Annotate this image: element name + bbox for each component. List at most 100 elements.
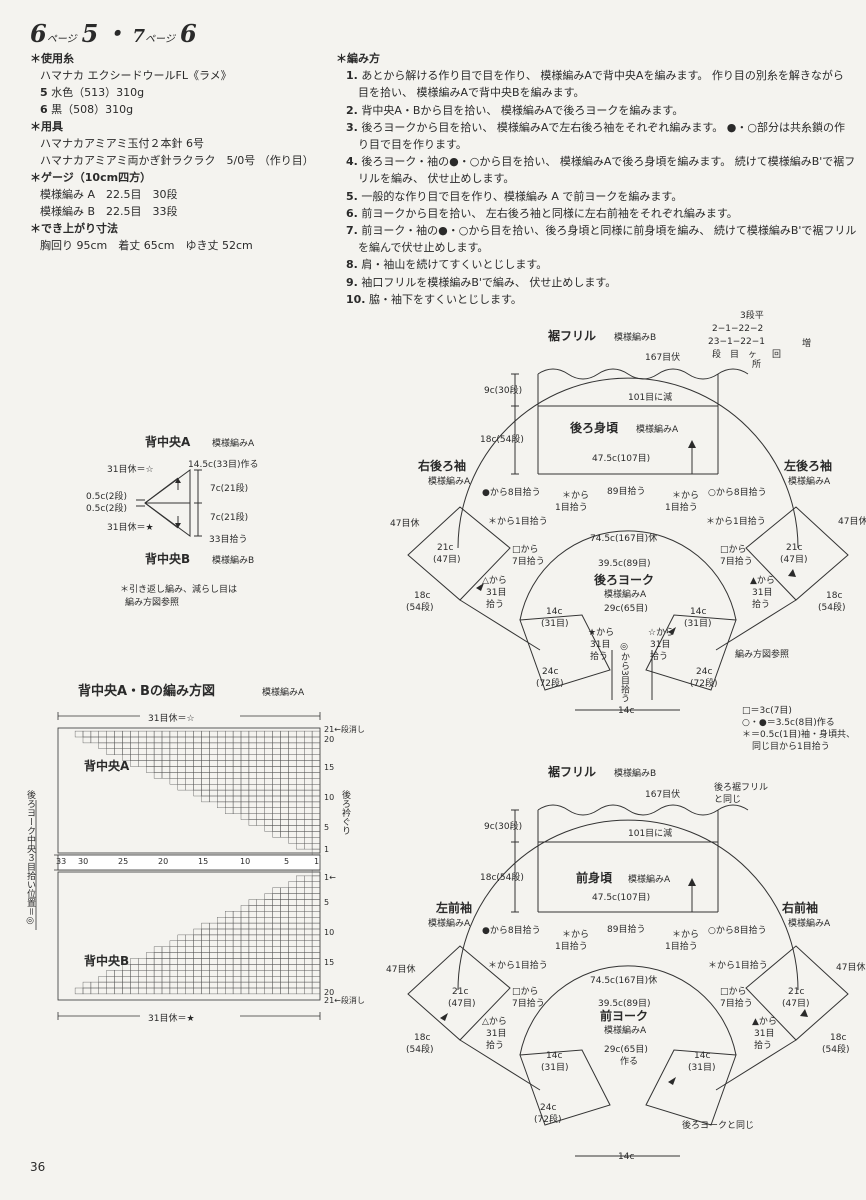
chart-cell — [232, 970, 242, 977]
chart-cell — [106, 730, 115, 738]
chart-cell — [296, 813, 305, 820]
svg-text:裾フリル: 裾フリル — [548, 328, 596, 343]
chart-cell — [224, 748, 234, 755]
svg-text:★から: ★から — [588, 627, 614, 638]
chart-cell — [161, 981, 171, 989]
chart-cell — [114, 970, 123, 977]
chart-cell — [256, 766, 265, 773]
chart-cell — [311, 807, 321, 814]
chart-cell — [209, 760, 218, 767]
svg-text:(54段): (54段) — [406, 1043, 433, 1055]
chart-cell — [280, 893, 289, 900]
svg-text:47目休: 47目休 — [838, 515, 866, 527]
chart-cell — [264, 958, 273, 965]
chart-cell — [232, 772, 242, 779]
svg-text:回: 回 — [772, 349, 781, 360]
svg-text:模様編みA: 模様編みA — [428, 475, 471, 487]
chart-cell — [304, 917, 313, 924]
chart-cell — [161, 736, 171, 744]
chart-cell — [280, 795, 289, 803]
chart-cell — [264, 981, 273, 989]
svg-text:21←段消し: 21←段消し — [324, 995, 365, 1005]
chart-cell — [217, 754, 226, 761]
chart-cell — [296, 922, 305, 930]
chart-cell — [138, 736, 147, 744]
chart-cell — [304, 922, 313, 930]
chart-cell — [177, 981, 186, 989]
chart-cell — [201, 987, 210, 995]
chart-cell — [161, 772, 171, 779]
chart-cell — [122, 976, 131, 983]
chart-cell — [296, 976, 305, 983]
svg-text:後ろ衿ぐり: 後ろ衿ぐり — [340, 789, 351, 835]
chart-cell — [130, 748, 139, 755]
svg-text:23−1−22−1: 23−1−22−1 — [708, 337, 765, 347]
svg-text:14c: 14c — [546, 607, 562, 617]
svg-text:○・●＝3.5c(8目)作る: ○・●＝3.5c(8目)作る — [742, 716, 835, 728]
svg-text:後ろヨークと同じ: 後ろヨークと同じ — [682, 1119, 754, 1131]
svg-text:●から8目拾う: ●から8目拾う — [482, 924, 541, 936]
svg-text:後ろヨーク中央３目拾い位置＝◎: 後ろヨーク中央３目拾い位置＝◎ — [25, 789, 36, 926]
chart-cell — [217, 976, 226, 983]
page-reference-header: 6ページ 5 ・ 7ページ 6 — [30, 19, 197, 48]
chart-cell — [209, 934, 218, 942]
chart-cell — [217, 981, 226, 989]
chart-cell — [153, 946, 163, 953]
chart-cell — [248, 987, 257, 995]
chart-cell — [169, 754, 178, 761]
chart-cell — [296, 772, 305, 779]
svg-text:7c(21段): 7c(21段) — [210, 511, 248, 523]
chart-cell — [311, 952, 321, 959]
svg-text:(47目): (47目) — [433, 554, 460, 565]
chart-cell — [256, 952, 265, 959]
chart-cell — [272, 970, 281, 977]
chart-cell — [264, 807, 273, 814]
chart-cell — [224, 987, 234, 995]
chart-cell — [256, 928, 265, 936]
chart-cell — [240, 928, 250, 936]
svg-text:模様編みB: 模様編みB — [614, 767, 656, 779]
svg-text:21←段消し: 21←段消し — [324, 724, 365, 734]
chart-cell — [153, 976, 163, 983]
chart-cell — [217, 940, 226, 947]
svg-text:模様編みA: 模様編みA — [604, 588, 647, 600]
chart-cell — [224, 801, 234, 809]
chart-cell — [232, 987, 242, 995]
chart-cell — [193, 778, 202, 785]
chart-cell — [201, 952, 210, 959]
chart-cell — [280, 964, 289, 971]
chart-cell — [288, 825, 297, 832]
chart-cell — [201, 730, 210, 738]
chart-cell — [193, 970, 202, 977]
chart-cell — [296, 801, 305, 809]
chart-cell — [114, 976, 123, 983]
svg-text:74.5c(167目)休: 74.5c(167目)休 — [590, 974, 657, 986]
chart-cell — [177, 736, 186, 744]
chart-cell — [296, 784, 305, 791]
chart-cell — [217, 922, 226, 930]
chart-cell — [201, 754, 210, 761]
chart-cell — [304, 825, 313, 832]
chart-cell — [169, 940, 178, 947]
chart-cell — [280, 905, 289, 912]
chart-cell — [130, 736, 139, 744]
chart-cell — [106, 981, 115, 989]
chart-cell — [193, 987, 202, 995]
chart-cell — [145, 970, 155, 977]
chart-cell — [209, 958, 218, 965]
chart-cell — [130, 970, 139, 977]
chart-cell — [217, 917, 226, 924]
chart-cell — [145, 987, 155, 995]
chart-cell — [288, 893, 297, 900]
chart-cell — [185, 772, 194, 779]
chart-cell — [169, 970, 178, 977]
chart-cell — [304, 964, 313, 971]
svg-text:15: 15 — [324, 763, 334, 772]
chart-cell — [232, 748, 242, 755]
chart-cell — [304, 887, 313, 894]
chart-cell — [130, 976, 139, 983]
chart-cell — [193, 789, 202, 797]
chart-cell — [311, 964, 321, 971]
chart-cell — [248, 922, 257, 930]
